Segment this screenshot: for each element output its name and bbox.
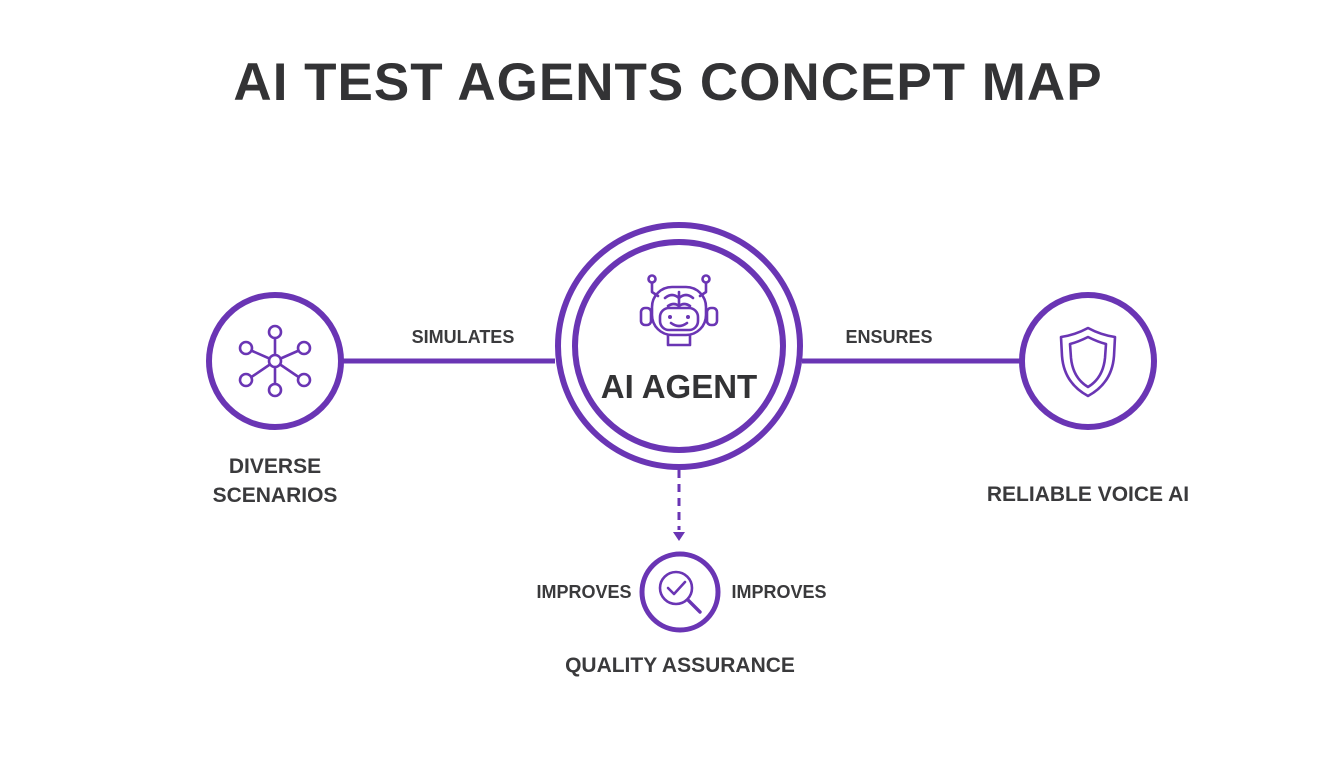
edge-label-improves-left: IMPROVES — [536, 582, 632, 602]
magnifier-check-icon — [658, 570, 702, 614]
scenarios-label-line1: DIVERSE — [228, 455, 322, 478]
edge-label-simulates: SIMULATES — [411, 327, 515, 347]
shield-icon — [1059, 326, 1117, 398]
quality-assurance-label: QUALITY ASSURANCE — [565, 654, 795, 677]
scenarios-label: DIVERSE SCENARIOS — [185, 452, 365, 510]
edge-label-improves-right: IMPROVES — [731, 582, 827, 602]
reliable-voice-label: RELIABLE VOICE AI — [986, 483, 1190, 506]
center-node-label: AI AGENT — [600, 368, 758, 405]
edge-label-ensures: ENSURES — [845, 327, 933, 347]
quality-assurance-node — [639, 551, 721, 633]
reliable-voice-node — [1019, 292, 1157, 430]
page-title: AI TEST AGENTS CONCEPT MAP — [233, 53, 1103, 112]
robot-icon — [639, 274, 719, 347]
network-icon — [238, 324, 312, 398]
scenarios-label-line2: SCENARIOS — [212, 484, 338, 507]
arrowhead-down-icon — [673, 532, 685, 541]
